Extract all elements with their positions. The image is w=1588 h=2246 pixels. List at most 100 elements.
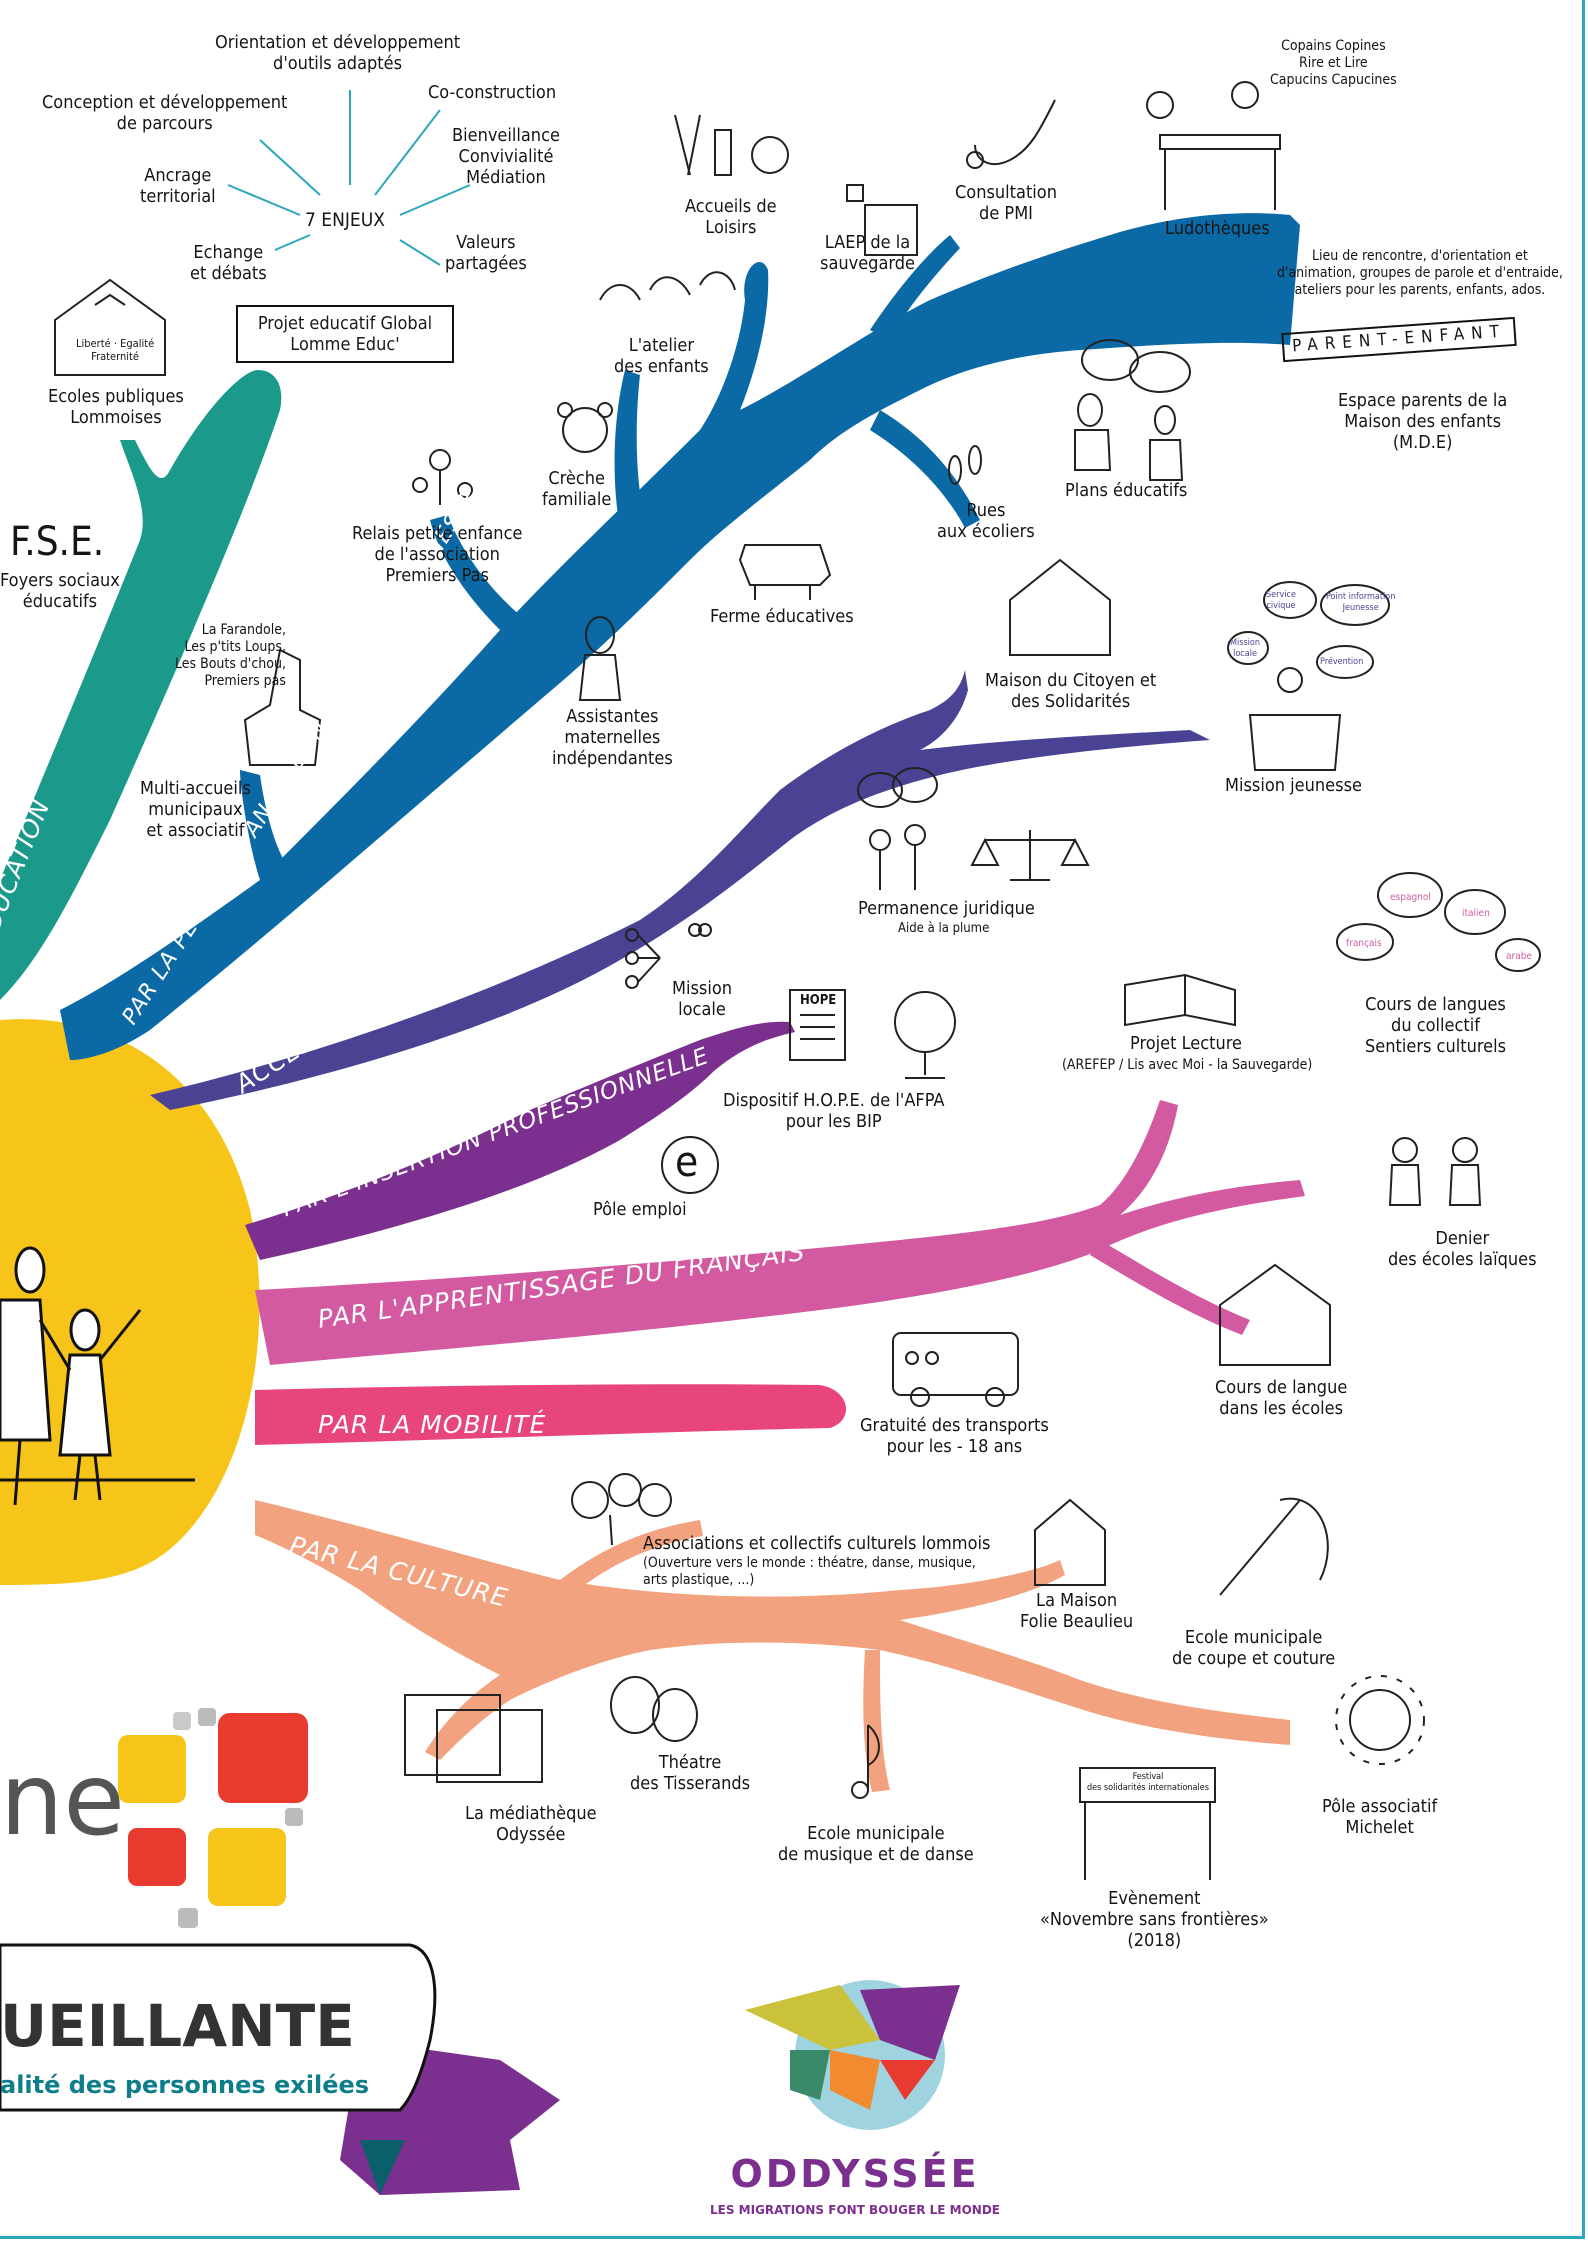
lang-espagnol: espagnol [1390,892,1431,903]
arefep: (AREFEP / Lis avec Moi - la Sauvegarde) [1062,1057,1313,1073]
enjeux-item-orientation: Orientation et développement d'outils ad… [215,32,461,74]
denier-ecoles: Denier des écoles laïques [1388,1228,1537,1270]
branch-francais [255,1100,1305,1365]
doodle-icons [54,81,1541,1880]
assistante-icon [585,616,615,654]
oddyssee-title: ODDYSSÉE [730,2152,980,2196]
multi-accueils: Multi-accueils municipaux et associatif [140,778,251,841]
school-sign: Liberté · Egalité Fraternité [76,337,155,363]
oddyssee-tagline: LES MIGRATIONS FONT BOUGER LE MONDE [710,2203,1000,2217]
needle-icon [1219,1497,1329,1596]
branch-insertion [245,1021,795,1260]
rues-ecoliers: Rues aux écoliers [937,500,1035,542]
loisirs-icon [674,114,789,176]
laep-icon [846,184,864,202]
espace-parents: Espace parents de la Maison des enfants … [1338,390,1508,453]
creche-familiale: Crèche familiale [542,468,612,510]
evenement-novembre: Evènement «Novembre sans frontières» (20… [1040,1888,1269,1951]
associations-note: (Ouverture vers le monde : théatre, dans… [643,1555,976,1588]
enjeux-item-conception: Conception et développement de parcours [42,92,288,134]
language-bubbles-icon [1336,872,1541,972]
cours-langues: Cours de langues du collectif Sentiers c… [1365,994,1507,1057]
lang-italien: italien [1462,908,1490,919]
school-icon-2 [1219,1263,1331,1366]
permanence-juridique: Permanence juridique [858,898,1035,919]
lomme-logo [118,1708,308,1928]
ecole-musique: Ecole municipale de musique et de danse [778,1823,974,1865]
farandole-list: La Farandole, Les p'tits Loups, Les Bout… [175,622,286,689]
ecoles-publiques: Ecoles publiques Lommoises [48,386,184,428]
branch-droits [150,670,1210,1110]
hope-sign: HOPE [800,993,837,1008]
mj-bubble-pij: Point information Jeunesse [1326,592,1396,613]
enjeux-rays [227,90,471,266]
mission-locale: Mission locale [672,978,733,1020]
mj-bubble-service: Service civique [1266,590,1296,611]
school-icon [54,278,166,376]
assistantes-maternelles: Assistantes maternelles indépendantes [552,706,673,769]
projet-educatif-box: Projet educatif Global Lomme Educ' [236,305,454,363]
enjeux-item-coconstruction: Co-construction [428,82,557,103]
cours-langue-ecoles: Cours de langue dans les écoles [1215,1377,1348,1419]
lang-francais: français [1346,938,1382,949]
aide-plume: Aide à la plume [898,921,990,936]
enjeux-item-valeurs: Valeurs partagées [445,232,527,274]
ecole-couture: Ecole municipale de coupe et couture [1172,1627,1336,1669]
theatre-masks-icon [610,1676,698,1742]
lomme-logo-text: ne [0,1741,125,1858]
mediatheque-odyssee: La médiathèque Odyssée [465,1803,597,1845]
mj-bubble-prevention: Prévention [1320,657,1364,667]
enjeux-center: 7 ENJEUX [305,209,385,231]
permanence-icon [857,767,938,890]
music-icon [851,1724,880,1799]
enjeux-item-bienveillance: Bienveillance Convivialité Médiation [452,125,560,188]
oddyssee-logo [745,1980,960,2130]
mj-bubble-mission: Mission locale [1230,638,1261,659]
pmi-label: Consultation de PMI [955,182,1057,224]
plans-bubbles-icon [1081,339,1139,381]
ludotheque-names: Copains Copines Rire et Lire Capucins Ca… [1270,38,1397,88]
mediatheque-icon [404,1694,543,1783]
maison-folie-icon [1034,1498,1106,1586]
branch-education [0,370,282,1000]
accueils-loisirs: Accueils de Loisirs [685,196,777,238]
trees-icon [571,1473,672,1546]
ludotheques-label: Ludothèques [1165,218,1270,239]
network-icon [625,923,712,989]
stethoscope-icon [974,99,1056,165]
hope-document-icon [789,989,846,1061]
plans-educatifs: Plans éducatifs [1065,480,1188,501]
pole-emploi-icon [661,1136,719,1194]
fse-label: Foyers sociaux éducatifs [0,570,120,612]
atelier-enfants: L'atelier des enfants [614,335,709,377]
footprints-icon [948,455,962,485]
lieu-rencontre: Lieu de rencontre, d'orientation et d'an… [1277,248,1563,298]
scales-icon [970,830,1090,881]
hope-dispositif: Dispositif H.O.P.E. de l'AFPA pour les B… [723,1090,945,1132]
enjeux-item-echange: Echange et débats [190,242,267,284]
bus-icon [892,1332,1019,1407]
fse-title: F.S.E. [10,519,105,565]
festival-icon [1079,1767,1216,1880]
gratuite-transports: Gratuité des transports pour les - 18 an… [860,1415,1049,1457]
branch-petite-enfance [60,213,1300,1060]
lang-arabe: arabe [1506,951,1532,962]
laep-label: LAEP de la sauvegarde [820,232,915,274]
denier-icon [1388,1137,1482,1206]
hub-figures [0,1246,195,1506]
michelet-sun-icon [1335,1675,1425,1765]
ferme-educatives: Ferme éducatives [710,606,854,627]
associations-culturelles: Associations et collectifs culturels lom… [643,1533,991,1554]
bear-icon [562,407,608,453]
theatre-tisserands: Théatre des Tisserands [630,1752,751,1794]
projet-lecture: Projet Lecture [1130,1033,1242,1054]
branch-mobilite-label: PAR LA MOBILITÉ [318,1410,547,1439]
mission-jeunesse: Mission jeunesse [1225,775,1362,796]
maison-citoyen: Maison du Citoyen et des Solidarités [985,670,1157,712]
bottom-banner [0,1943,560,2195]
giraffe-icon [243,648,322,766]
branch-culture [255,1500,1290,1760]
pole-michelet: Pôle associatif Michelet [1322,1796,1438,1838]
